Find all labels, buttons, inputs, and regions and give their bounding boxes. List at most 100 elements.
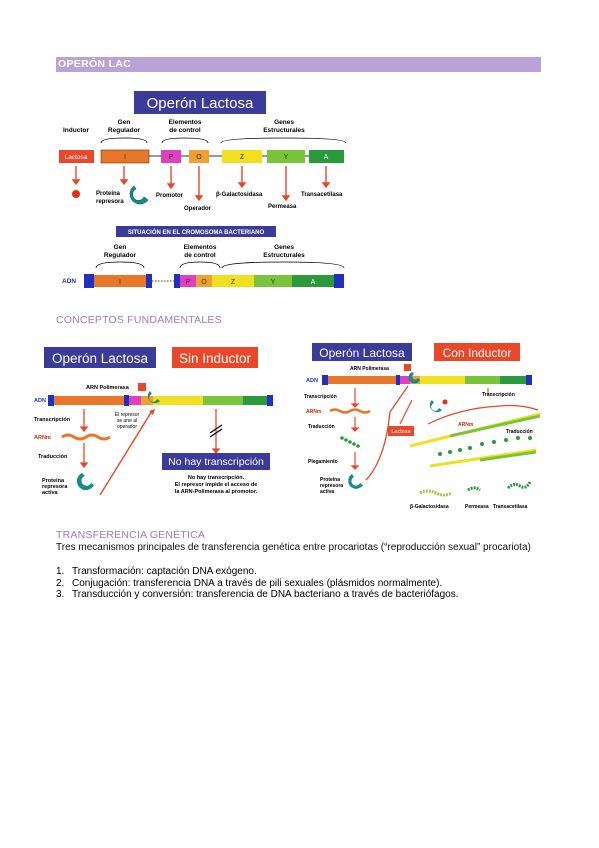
list-item-text: Transformación: captación DNA exógeno. <box>72 566 257 577</box>
transferencia-list: 1. Transformación: captación DNA exógeno… <box>56 566 541 601</box>
list-item-text: Transducción y conversión: transferencia… <box>72 589 459 600</box>
adn-label: ADN <box>62 278 76 285</box>
arn-pol-label: ARN Polimerasa <box>86 385 130 391</box>
gene-o-label: O <box>196 154 202 161</box>
rep3: operador <box>117 424 137 430</box>
traduccion3-label: Traducción <box>308 424 335 430</box>
situacion-banner <box>116 226 276 237</box>
gene2-z-label: Z <box>231 279 236 286</box>
transferencia-intro: Tres mecanismos principales de transfere… <box>56 542 531 553</box>
transacetilasa-label: Transacetilasa <box>301 192 343 198</box>
prot1-label: Proteína <box>42 478 65 484</box>
active-repressor-icon <box>76 473 94 491</box>
note2: El represor impide el acceso de <box>175 482 258 488</box>
figure1-title: Operón Lactosa <box>147 95 254 112</box>
list-item-number: 2. <box>56 577 65 589</box>
lactosa-box-label: Lactosa <box>65 154 88 161</box>
prot3-label: activa <box>42 490 59 496</box>
list-item-text: Conjugación: transferencia DNA a través … <box>72 577 443 589</box>
figure1-title-box <box>134 91 266 114</box>
label-elementos: Elementos <box>169 119 202 126</box>
inactive-repressor-icon <box>429 400 442 413</box>
con-inductor-diagram: Operón Lactosa Con Inductor ARN Polimera… <box>304 343 541 510</box>
label2-gen: Gen <box>114 244 127 251</box>
transcripcion3r-label: Transcripción <box>482 392 515 398</box>
gene2-o-label: O <box>201 279 207 286</box>
arnm3-label: ARNm <box>306 409 322 415</box>
gene-i-label: I <box>124 154 126 161</box>
rep2: se une al <box>117 418 137 424</box>
repressor-bound-icon <box>147 391 160 404</box>
prot3c-label: activa <box>320 489 334 495</box>
gene-y-label: Y <box>284 154 289 161</box>
transcripcion-label: Transcripción <box>34 417 71 423</box>
proteina-label: Proteína <box>96 191 121 197</box>
gene2-a-label: A <box>311 279 316 286</box>
traduccion3r-label: Traducción <box>506 429 533 435</box>
gene2-y-label: Y <box>271 279 276 286</box>
label2-de-control: de control <box>184 252 216 259</box>
repressor-protein-icon <box>129 185 149 205</box>
gene-p-label: P <box>169 154 174 161</box>
represora-label: represora <box>96 199 124 205</box>
promotor-label: Promotor <box>156 193 184 199</box>
note3: la ARN-Polimerasa al promotor. <box>175 489 258 495</box>
no-hay-banner <box>162 453 270 470</box>
gene2-i-label: I <box>119 279 121 286</box>
lactose-molecule-icon <box>72 190 80 198</box>
operon-lactosa-diagram: Operón Lactosa Inductor Gen Regulador El… <box>59 91 346 288</box>
situacion-label: SITUACIÓN EN EL CROMOSOMA BACTERIANO <box>128 228 265 236</box>
transferencia-title: TRANSFERENCIA GENÉTICA <box>56 529 206 541</box>
adn3-label: ADN <box>306 378 318 384</box>
figure3-title: Operón Lactosa <box>319 346 405 360</box>
prot3a-label: Proteína <box>320 477 340 483</box>
prot3b-label: represora <box>320 483 343 489</box>
figure2-title-box <box>44 347 156 368</box>
list-item: 1. Transformación: captación DNA exógeno… <box>56 566 541 578</box>
gene-a-label: A <box>324 154 329 161</box>
rep1: El represor <box>115 412 140 418</box>
permeasa-label: Permeasa <box>268 204 297 210</box>
list-item-number: 1. <box>56 566 65 577</box>
sin-inductor-label: Sin Inductor <box>179 351 252 366</box>
label-estructurales: Estructurales <box>263 127 305 134</box>
adn2-label: ADN <box>34 398 46 404</box>
label2-estructurales: Estructurales <box>263 252 305 259</box>
label-regulador: Regulador <box>108 127 141 134</box>
note1: No hay transcripción. <box>188 475 245 481</box>
list-item-number: 3. <box>56 589 65 600</box>
arnm-label: ARNm <box>34 435 51 441</box>
figure2-title: Operón Lactosa <box>52 351 149 366</box>
label2-regulador: Regulador <box>104 252 137 259</box>
traduccion-label: Traducción <box>38 454 68 460</box>
arnm3r-label: ARNm <box>458 422 474 428</box>
label2-genes: Genes <box>274 244 294 251</box>
lactosa3-label: Lactosa <box>391 429 411 435</box>
con-inductor-badge <box>434 343 520 361</box>
figure3-title-box <box>312 343 412 361</box>
rnapol-bound-icon <box>408 372 420 384</box>
sin-inductor-diagram: Operón Lactosa Sin Inductor ARN Polimera… <box>34 347 273 496</box>
list-item: 2. Conjugación: transferencia DNA a trav… <box>56 578 541 590</box>
galactosidasa3-label: β-Galactosidasa <box>410 504 449 510</box>
galactosidasa-label: β-Galactosidasa <box>216 192 263 198</box>
conceptos-title: CONCEPTOS FUNDAMENTALES <box>56 314 222 326</box>
gene-z-label: Z <box>240 154 245 161</box>
label-genes: Genes <box>274 119 294 126</box>
permeasa3-label: Permeasa <box>465 504 489 510</box>
no-hay-label: No hay transcripción <box>168 456 264 468</box>
gene2-p-label: P <box>186 279 191 286</box>
label2-elementos: Elementos <box>184 244 217 251</box>
section-header-bar: OPERÓN LAC <box>56 57 541 72</box>
arn-pol3-label: ARN Polimerasa <box>350 366 389 372</box>
transcripcion3-label: Transcripción <box>304 394 337 400</box>
repressor3-icon <box>348 474 363 489</box>
sin-inductor-badge <box>172 347 258 368</box>
prot2-label: represora <box>42 484 68 490</box>
label-gen: Gen <box>118 119 131 126</box>
transacetilasa3-label: Transacetilasa <box>493 504 528 510</box>
label-inductor: Inductor <box>63 127 89 134</box>
con-inductor-label: Con Inductor <box>443 346 512 360</box>
section-header-title: OPERÓN LAC <box>58 58 132 70</box>
label-de-control: de control <box>169 127 201 134</box>
